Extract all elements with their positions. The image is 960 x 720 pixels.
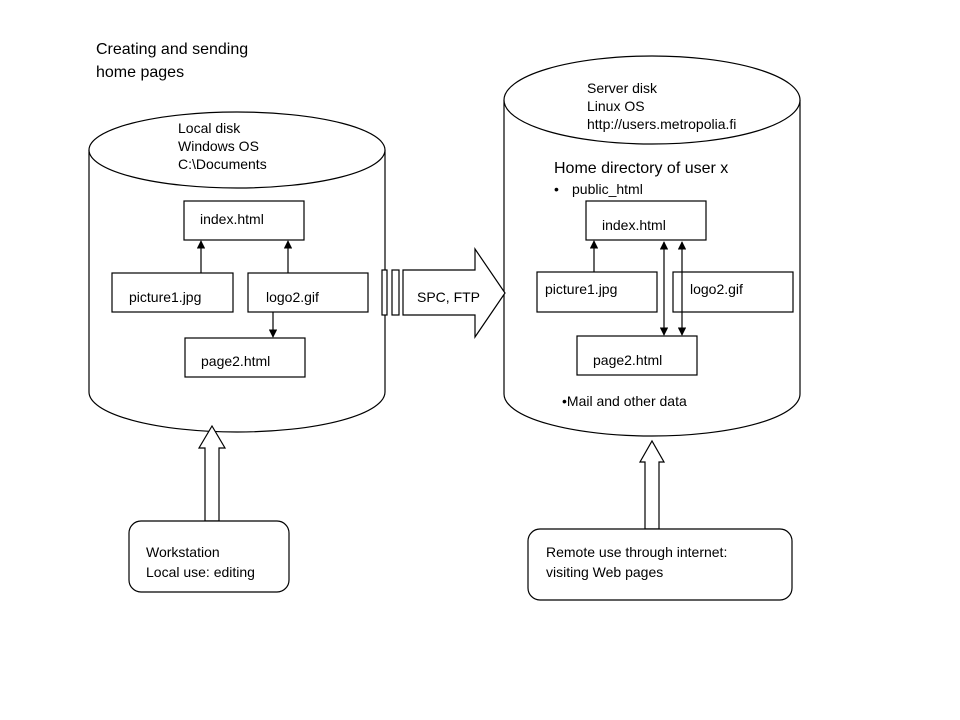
local-index-label: index.html: [200, 211, 264, 227]
server-logo-label: logo2.gif: [690, 281, 743, 297]
workstation-box: [128, 520, 290, 593]
local-page2-label: page2.html: [201, 353, 271, 369]
home-directory-label: Home directory of user x: [554, 160, 729, 177]
server-disk-cylinder: [503, 55, 801, 437]
mail-data-label: •Mail and other data: [562, 393, 687, 409]
local-logo-box: [247, 272, 369, 313]
local-disk-cylinder: [88, 111, 386, 433]
local-picture-label: picture1.jpg: [129, 289, 202, 305]
server-index-box: [585, 200, 707, 241]
transfer-label: SPC, FTP: [417, 289, 481, 305]
server-picture-box: [536, 271, 658, 313]
workstation-up-arrow: [197, 424, 227, 522]
server-index-label: index.html: [602, 217, 666, 233]
local-logo-label: logo2.gif: [266, 289, 319, 305]
server-disk-label: Server disk: [587, 80, 658, 96]
local-path-label: C:\Documents: [178, 156, 267, 172]
remote-use-label: Remote use through internet:: [546, 544, 728, 560]
server-os-label: Linux OS: [587, 98, 645, 114]
transfer-arrow: [381, 247, 506, 339]
diagram-title-line2: home pages: [96, 64, 185, 81]
remote-visit-label: visiting Web pages: [546, 564, 664, 580]
remote-box: [527, 528, 793, 601]
workstation-label: Workstation: [146, 544, 220, 560]
local-disk-label: Local disk: [178, 120, 241, 136]
server-logo-box: [672, 271, 794, 313]
local-os-label: Windows OS: [178, 138, 259, 154]
public-html-bullet: •: [554, 181, 559, 197]
server-page2-box: [576, 335, 698, 376]
server-picture-label: picture1.jpg: [545, 281, 618, 297]
local-picture-box: [111, 272, 234, 313]
server-page2-label: page2.html: [593, 352, 663, 368]
local-page2-box: [184, 337, 306, 378]
diagram-title-line1: Creating and sending: [96, 41, 249, 58]
public-html-label: public_html: [572, 181, 643, 197]
server-url-label: http://users.metropolia.fi: [587, 116, 737, 132]
local-index-box: [183, 200, 305, 241]
remote-up-arrow: [638, 439, 666, 530]
workstation-use-label: Local use: editing: [146, 564, 255, 580]
